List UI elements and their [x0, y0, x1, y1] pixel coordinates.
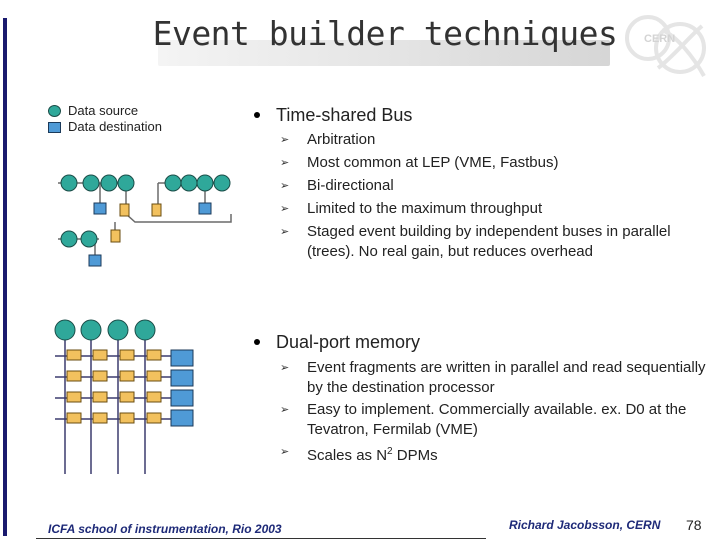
memory-node — [119, 412, 135, 424]
source-node — [82, 174, 100, 192]
title-shadow — [158, 40, 610, 66]
source-node — [60, 174, 78, 192]
time-shared-bus-diagram — [58, 174, 232, 267]
memory-node — [119, 349, 135, 361]
memory-node — [66, 412, 82, 424]
arrow-icon: ➢ — [280, 226, 290, 238]
arrow-icon: ➢ — [280, 203, 290, 215]
cern-logo-text: CERN — [644, 33, 675, 45]
memory-node — [146, 391, 162, 403]
source-node — [60, 230, 78, 248]
source-node — [213, 174, 231, 192]
scales-text: Scales as N2 DPMs — [307, 446, 438, 464]
memory-node — [119, 391, 135, 403]
memory-node — [66, 349, 82, 361]
bullet-label: Dual-port memory — [276, 332, 421, 352]
source-node — [196, 174, 214, 192]
source-node — [54, 319, 76, 341]
slide-title: Event builder techniques — [152, 14, 618, 53]
legend: Data source Data destination — [48, 103, 162, 135]
tree-link-1 — [125, 213, 232, 223]
bus-interface-node — [119, 203, 130, 217]
memory-node — [146, 412, 162, 424]
bullet-label: Time-shared Bus — [276, 105, 413, 125]
bus-interface-node — [110, 229, 121, 243]
legend-destination-label: Data destination — [68, 119, 162, 134]
footer-school: ICFA school of instrumentation, Rio 2003 — [48, 522, 282, 536]
memory-node — [66, 391, 82, 403]
legend-source: Data source — [48, 103, 162, 119]
arrow-icon: ➢ — [280, 404, 290, 416]
source-node — [80, 319, 102, 341]
dual-port-memory-diagram — [54, 319, 194, 474]
page-number: 78 — [686, 517, 702, 533]
memory-node — [92, 349, 108, 361]
source-node — [134, 319, 156, 341]
destination-node — [198, 202, 212, 215]
memory-node — [92, 412, 108, 424]
left-rule — [3, 18, 7, 536]
source-node — [117, 174, 135, 192]
source-node — [80, 230, 98, 248]
arrow-icon: ➢ — [280, 157, 290, 169]
memory-node — [146, 370, 162, 382]
cern-logo: CERN — [625, 15, 706, 77]
bus-interface-node — [151, 203, 162, 217]
arrow-icon: ➢ — [280, 134, 290, 146]
arrow-icon: ➢ — [280, 180, 290, 192]
destination-node — [170, 349, 194, 367]
memory-node — [66, 370, 82, 382]
destination-node — [88, 254, 102, 267]
memory-node — [146, 349, 162, 361]
legend-destination: Data destination — [48, 119, 162, 135]
arrow-icon: ➢ — [280, 446, 290, 458]
bullet-dot — [254, 339, 260, 345]
source-node — [180, 174, 198, 192]
source-node — [164, 174, 182, 192]
footer-author: Richard Jacobsson, CERN — [509, 518, 661, 532]
destination-node — [93, 202, 107, 215]
memory-node — [92, 391, 108, 403]
destination-node — [170, 409, 194, 427]
memory-node — [119, 370, 135, 382]
destination-node — [170, 389, 194, 407]
legend-source-label: Data source — [68, 103, 139, 118]
source-node — [107, 319, 129, 341]
bullet-dot — [254, 112, 260, 118]
arrow-icon: ➢ — [280, 362, 290, 374]
data-destination-icon — [48, 121, 61, 133]
memory-node — [92, 370, 108, 382]
source-node — [100, 174, 118, 192]
footer-rule — [36, 538, 486, 539]
destination-node — [170, 369, 194, 387]
data-source-icon — [48, 105, 61, 117]
